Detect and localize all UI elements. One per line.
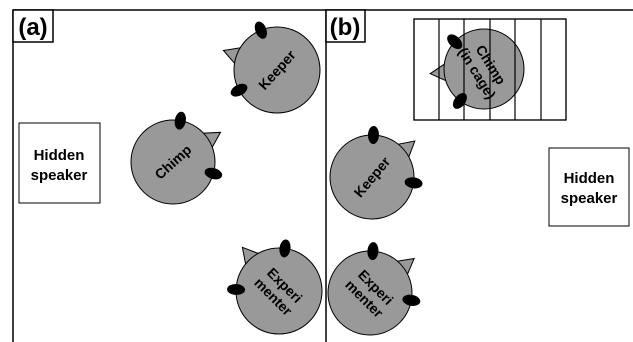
agent-head: Experimenter xyxy=(227,239,323,335)
head-circle xyxy=(130,119,216,205)
ear-shape xyxy=(367,126,379,145)
ear-shape xyxy=(279,239,291,258)
ear-shape xyxy=(404,177,423,189)
speaker-label-line-2: speaker xyxy=(31,167,88,184)
ear-shape xyxy=(230,83,248,97)
ear-shape xyxy=(402,294,421,306)
ear-shape xyxy=(174,111,186,130)
agent-head: Chimp xyxy=(130,111,223,205)
speaker-label-line-1: Hidden xyxy=(564,170,615,187)
panel-a-label: (a) xyxy=(12,9,54,43)
ear-shape xyxy=(367,242,379,261)
panel-a-label-text: (a) xyxy=(18,14,47,41)
panel-b-label-text: (b) xyxy=(330,14,361,41)
ear-shape xyxy=(227,283,246,296)
speaker-label-line-1: Hidden xyxy=(34,147,85,164)
agent-head: Keeper xyxy=(222,21,321,114)
ear-shape xyxy=(254,21,268,39)
ear-shape xyxy=(447,34,463,50)
agent-head: Keeper xyxy=(329,126,423,220)
head-circle xyxy=(233,26,321,114)
cage-bars xyxy=(413,18,567,121)
panel-a-hidden-speaker: Hidden speaker xyxy=(18,122,101,204)
speaker-label-line-2: speaker xyxy=(561,190,618,207)
panel-b-hidden-speaker: Hidden speaker xyxy=(548,147,630,227)
ear-shape xyxy=(204,167,223,180)
agent-head: Experimenter xyxy=(327,242,421,336)
panel-b-label: (b) xyxy=(325,9,366,43)
